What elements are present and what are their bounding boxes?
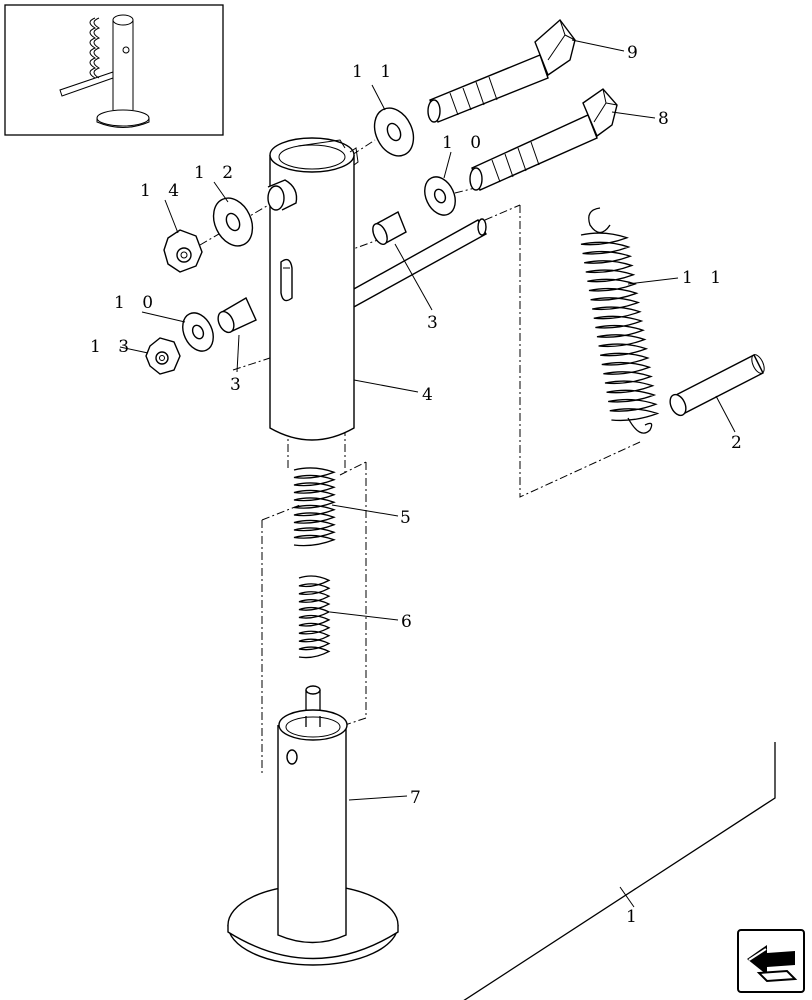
callout-11-left: 1 2 bbox=[194, 163, 239, 183]
assembly-centerlines bbox=[199, 139, 641, 775]
callout-6: 6 bbox=[401, 612, 418, 632]
callout-10-left: 1 0 bbox=[114, 293, 159, 313]
callout-8: 8 bbox=[658, 109, 675, 129]
bushing-part-3-left bbox=[217, 297, 257, 334]
leader-lines bbox=[119, 39, 736, 908]
assembly-bracket-1 bbox=[463, 742, 776, 1000]
washer-part-11-left bbox=[212, 197, 254, 247]
back-arrow-glyph bbox=[737, 929, 805, 993]
callout-3-left: 3 bbox=[230, 375, 247, 395]
callout-13: 1 4 bbox=[140, 181, 185, 201]
callout-7: 7 bbox=[410, 788, 427, 808]
bushing-part-3-right bbox=[372, 211, 407, 245]
callout-labels: 9 8 1 1 1 0 1 2 1 4 1 0 1 3 3 3 4 1 1 2 … bbox=[90, 43, 748, 927]
callout-1: 1 bbox=[626, 907, 643, 927]
callout-2: 2 bbox=[731, 433, 748, 453]
callout-14: 1 1 bbox=[682, 268, 727, 288]
nut-part-13 bbox=[163, 229, 203, 273]
callout-9: 9 bbox=[627, 43, 644, 63]
tube-part-4 bbox=[267, 137, 487, 441]
jack-assembly-thumbnail-icon bbox=[4, 4, 224, 136]
callout-10-right: 1 0 bbox=[442, 133, 487, 153]
bolt-part-9 bbox=[427, 18, 576, 123]
callout-12: 1 3 bbox=[90, 337, 135, 357]
callout-3-right: 3 bbox=[427, 313, 444, 333]
spring-part-6 bbox=[298, 575, 331, 659]
washer-part-10-right bbox=[424, 176, 456, 216]
nut-part-12 bbox=[145, 337, 181, 375]
spring-part-14 bbox=[580, 207, 660, 434]
pin-part-2 bbox=[669, 354, 765, 417]
callout-5: 5 bbox=[400, 508, 417, 528]
spring-part-5 bbox=[293, 467, 336, 547]
callout-11-right: 1 1 bbox=[352, 62, 397, 82]
callout-4: 4 bbox=[422, 385, 439, 405]
base-stand-part-7 bbox=[227, 685, 399, 966]
bolt-part-8 bbox=[469, 88, 618, 191]
washer-part-10-left bbox=[182, 312, 214, 352]
back-arrow-icon[interactable] bbox=[737, 929, 805, 993]
washer-part-11-right bbox=[373, 107, 415, 157]
